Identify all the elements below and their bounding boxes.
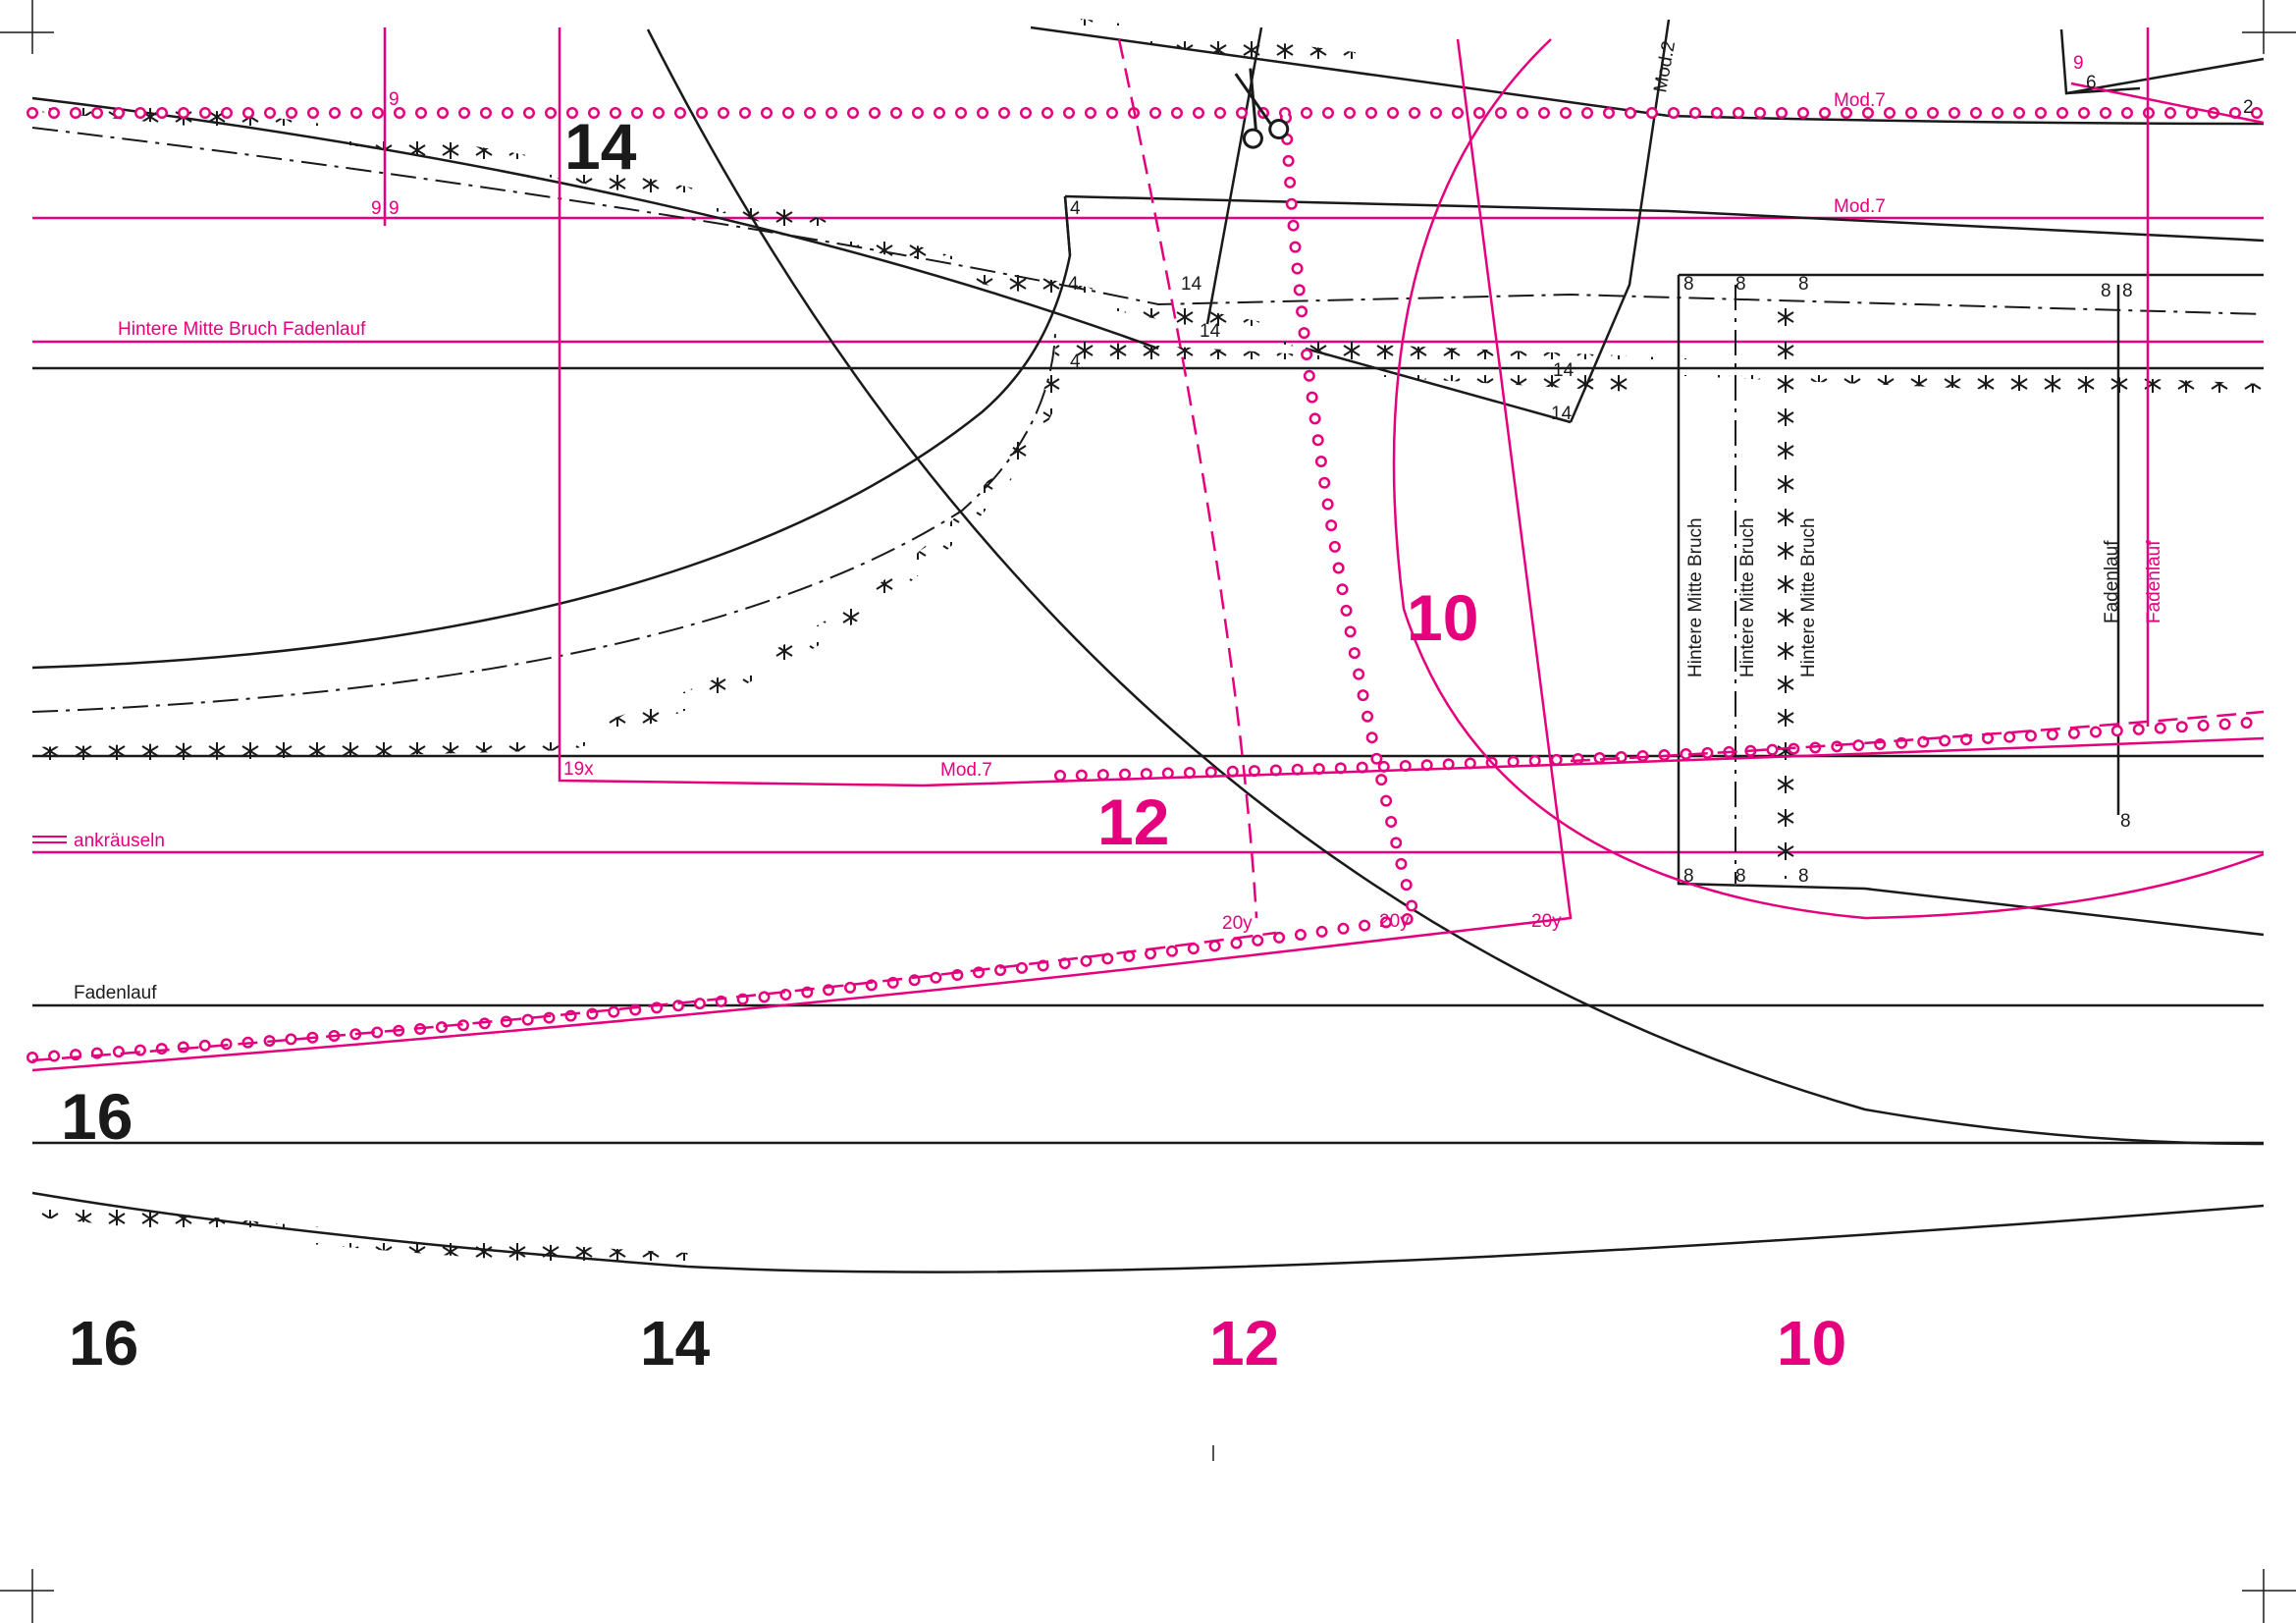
size-12-label: 12 <box>1097 785 1169 858</box>
label-hintere-mitte-bruch-fadenlauf: Hintere Mitte Bruch Fadenlauf <box>118 319 366 340</box>
size-10-label: 10 <box>1407 581 1478 654</box>
pattern-labels: Hintere Mitte Bruch Fadenlauf ankräuseln… <box>32 39 2164 1003</box>
size-legend-10: 10 <box>1777 1308 1846 1379</box>
mark-4: 4 <box>1068 274 1079 295</box>
mark-14: 14 <box>1551 404 1573 424</box>
size-16-label: 16 <box>61 1080 133 1153</box>
mark-20y: 20y <box>1222 913 1253 934</box>
label-hintere-mitte-bruch: Hintere Mitte Bruch <box>1737 517 1758 677</box>
mark-8: 8 <box>1735 866 1746 887</box>
mark-6: 6 <box>2086 73 2097 93</box>
label-mod2: Mod.2 <box>1650 39 1680 94</box>
mark-8: 8 <box>2122 281 2133 301</box>
magenta-pattern-lines <box>31 27 2265 1072</box>
mark-9: 9 <box>371 198 382 219</box>
scissors-icon <box>1234 68 1290 149</box>
mark-8: 8 <box>2120 811 2131 832</box>
mark-14: 14 <box>1181 274 1202 295</box>
label-mod7: Mod.7 <box>940 760 992 781</box>
label-hintere-mitte-bruch: Hintere Mitte Bruch <box>1798 517 1819 677</box>
mark-9: 9 <box>2073 53 2084 74</box>
black-pattern-lines <box>31 19 2265 1273</box>
horizontal-lines-magenta <box>32 216 2264 854</box>
label-fadenlauf: Fadenlauf <box>2102 540 2122 623</box>
mark-14: 14 <box>1553 360 1575 381</box>
mark-4: 4 <box>1070 198 1081 219</box>
label-hintere-mitte-bruch: Hintere Mitte Bruch <box>1685 517 1706 677</box>
star-marked-lines <box>31 19 2265 1271</box>
circle-dotted-overlay <box>28 109 2268 1061</box>
mark-8: 8 <box>1798 866 1809 887</box>
mark-4: 4 <box>1070 352 1081 372</box>
mark-8: 8 <box>1735 274 1746 295</box>
mark-19x: 19x <box>563 759 594 780</box>
mark-9: 9 <box>389 89 400 110</box>
label-fadenlauf: Fadenlauf <box>2144 540 2164 623</box>
ankraeuseln-mark <box>32 836 67 843</box>
label-ankraeuseln: ankräuseln <box>74 831 165 851</box>
magenta-dashed-lines <box>31 38 2265 1062</box>
size-legend-14: 14 <box>640 1308 711 1379</box>
size-legend-12: 12 <box>1209 1308 1279 1379</box>
mark-20y: 20y <box>1379 911 1410 932</box>
mark-9: 9 <box>389 198 400 219</box>
mark-8: 8 <box>2101 281 2111 301</box>
size-14-label: 14 <box>564 110 637 183</box>
label-mod7: Mod.7 <box>1834 196 1886 217</box>
label-mod7: Mod.7 <box>1834 90 1886 111</box>
mark-20y: 20y <box>1531 911 1562 932</box>
mark-14: 14 <box>1200 321 1221 342</box>
size-numbers: 14 10 12 16 16 14 12 10 <box>61 110 1846 1379</box>
mark-2: 2 <box>2243 97 2254 118</box>
mark-8: 8 <box>1798 274 1809 295</box>
label-fadenlauf: Fadenlauf <box>74 983 157 1003</box>
construction-marks: 9 9 9 9 6 2 4 4 4 14 14 14 14 8 8 8 8 8 … <box>371 53 2254 934</box>
size-legend-16: 16 <box>69 1308 138 1379</box>
mark-8: 8 <box>1683 274 1694 295</box>
mark-8: 8 <box>1683 866 1694 887</box>
